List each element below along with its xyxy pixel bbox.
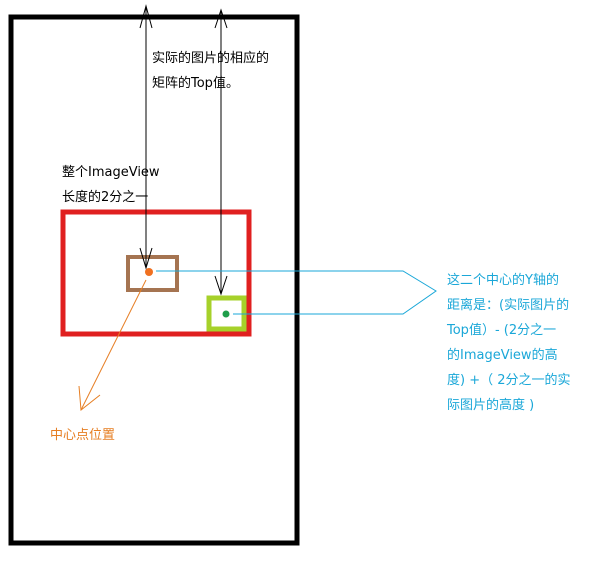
half-imageview-label-line: 整个ImageView <box>62 165 160 180</box>
distance-line: Top值）- (2分之一 <box>447 323 557 338</box>
phone-frame <box>8 14 300 546</box>
top-value-label-line: 实际的图片的相应的 <box>152 51 270 66</box>
top-value-arrow <box>139 4 153 270</box>
half-imageview-arrow <box>214 8 228 296</box>
half-imageview-label: 整个ImageView 长度的2分之一 <box>62 160 160 210</box>
center-point-pointer <box>78 279 147 411</box>
imageview-rect <box>60 209 252 337</box>
center-point-label: 中心点位置 <box>50 428 116 443</box>
top-value-label-line: 矩阵的Top值。 <box>152 76 239 91</box>
top-value-label: 实际的图片的相应的 矩阵的Top值。 <box>152 46 269 96</box>
distance-line: 际图片的高度 ) <box>447 398 535 413</box>
distance-guide-lines <box>156 270 437 315</box>
distance-line: 度) +（ 2分之一的实 <box>447 373 571 388</box>
distance-line: 距离是：(实际图片的 <box>447 298 570 313</box>
image-center-dot <box>145 268 153 276</box>
view-center-dot <box>222 310 230 318</box>
distance-explanation: 这二个中心的Y轴的 距离是：(实际图片的 Top值）- (2分之一 的Image… <box>447 268 571 418</box>
distance-line: 的ImageView的高 <box>447 348 558 363</box>
half-imageview-label-line: 长度的2分之一 <box>62 190 149 205</box>
distance-line: 这二个中心的Y轴的 <box>447 273 559 288</box>
image-rect <box>126 255 179 292</box>
